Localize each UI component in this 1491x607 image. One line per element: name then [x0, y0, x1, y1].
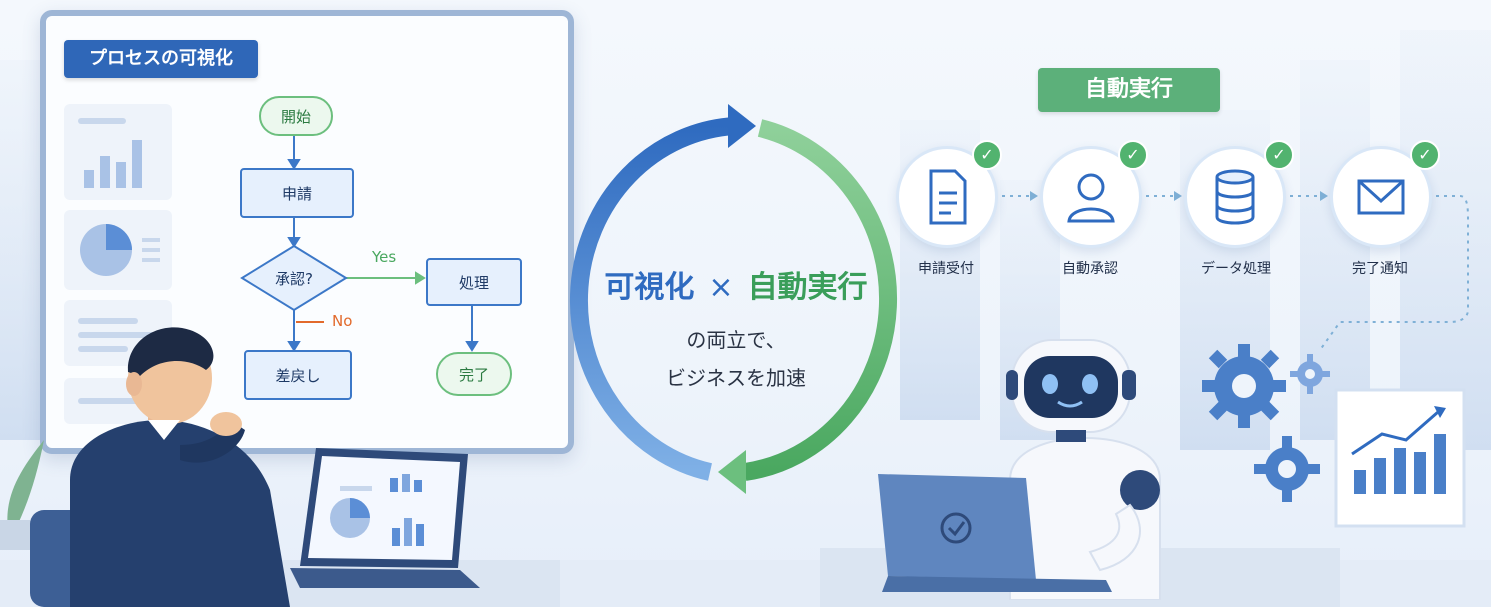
title-visualize: 可視化	[604, 270, 695, 305]
growth-chart-icon	[1334, 388, 1466, 528]
decision-diamond	[240, 244, 348, 312]
step-label-3: データ処理	[1201, 261, 1271, 277]
robot-figure	[1006, 339, 1161, 600]
flow-no-label: No	[332, 312, 353, 330]
title-automation: 自動実行	[747, 270, 868, 305]
check-icon: ✓	[1118, 140, 1148, 170]
step-circle-4	[1330, 146, 1432, 248]
automation-badge: 自動実行	[1038, 68, 1220, 112]
side-card-pie	[64, 210, 172, 290]
flow-done: 完了	[436, 352, 512, 396]
center-subtitle-line1: の両立で、	[686, 328, 786, 352]
check-icon: ✓	[972, 140, 1002, 170]
monitor-title: プロセスの可視化	[64, 40, 258, 78]
flow-start: 開始	[259, 96, 333, 136]
step-connectors	[994, 191, 1469, 351]
database-icon	[1215, 169, 1255, 225]
step-circle-3	[1184, 146, 1286, 248]
document-icon	[929, 169, 967, 225]
step-circle-2	[1040, 146, 1142, 248]
right-laptop	[878, 474, 1112, 592]
plant-icon	[0, 440, 44, 550]
step-label-4: 完了通知	[1352, 261, 1408, 277]
left-laptop	[290, 448, 480, 588]
flow-process: 処理	[426, 258, 522, 306]
center-subtitle-line2: ビジネスを加速	[666, 366, 806, 390]
list-lines-icon	[78, 318, 158, 352]
blue-arrow-head	[728, 104, 756, 148]
title-cross: ×	[708, 270, 734, 305]
flow-yes-label: Yes	[372, 248, 397, 266]
flow-decision-label: 承認?	[275, 270, 313, 288]
gear-icon	[1254, 436, 1320, 502]
flow-return: 差戻し	[244, 350, 352, 400]
check-icon: ✓	[1410, 140, 1440, 170]
check-icon: ✓	[1264, 140, 1294, 170]
flow-apply: 申請	[240, 168, 354, 218]
gear-icon	[1202, 344, 1286, 428]
center-title: 可視化 × 自動実行	[566, 262, 906, 306]
gear-icon	[1290, 354, 1330, 394]
step-label-2: 自動承認	[1062, 261, 1118, 277]
pie-chart-icon	[80, 224, 160, 276]
flowchart-arrows	[240, 134, 479, 352]
side-card-bar	[64, 104, 172, 200]
cycle-arrows	[569, 104, 898, 494]
mail-icon	[1357, 179, 1405, 215]
green-arrow-head	[718, 450, 746, 494]
user-icon	[1067, 173, 1115, 223]
businessman-figure	[30, 327, 290, 607]
step-label-1: 申請受付	[918, 261, 974, 277]
bar-chart-icon	[78, 118, 142, 188]
